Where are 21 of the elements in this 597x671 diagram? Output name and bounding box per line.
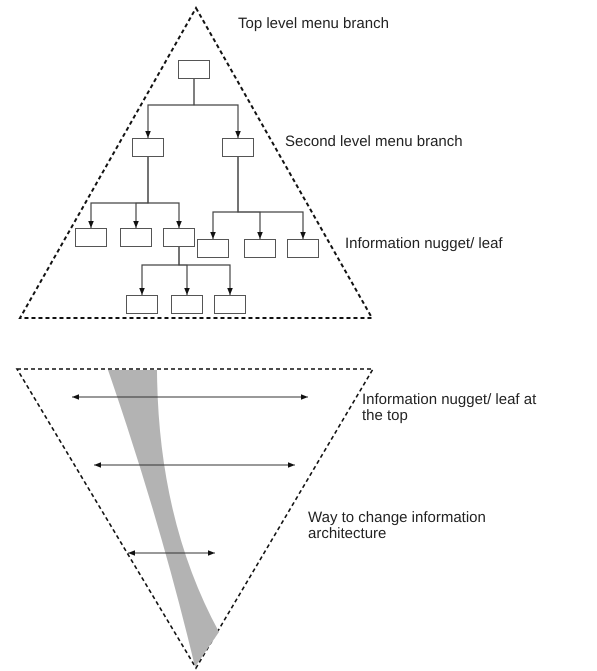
tree-connector xyxy=(178,247,233,295)
annotation-text: Way to change information architecture xyxy=(308,510,487,542)
annotation-text: Information nugget/ leaf at the top xyxy=(362,392,538,424)
empty-box xyxy=(75,228,107,247)
empty-box xyxy=(132,138,164,157)
empty-box xyxy=(244,239,276,258)
empty-box xyxy=(197,239,229,258)
tree-connector xyxy=(193,79,241,138)
empty-box xyxy=(214,295,246,314)
empty-box xyxy=(126,295,158,314)
empty-box xyxy=(163,228,195,247)
tree-connector xyxy=(237,157,306,239)
empty-box xyxy=(120,228,152,247)
empty-box xyxy=(222,138,254,157)
empty-box xyxy=(178,60,210,79)
empty-box xyxy=(171,295,203,314)
annotation-text: Information nugget/ leaf xyxy=(345,236,504,252)
tree-connector xyxy=(147,157,182,228)
empty-box xyxy=(287,239,319,258)
annotation-text: Top level menu branch xyxy=(238,16,390,32)
annotation-text: Second level menu branch xyxy=(285,134,464,150)
